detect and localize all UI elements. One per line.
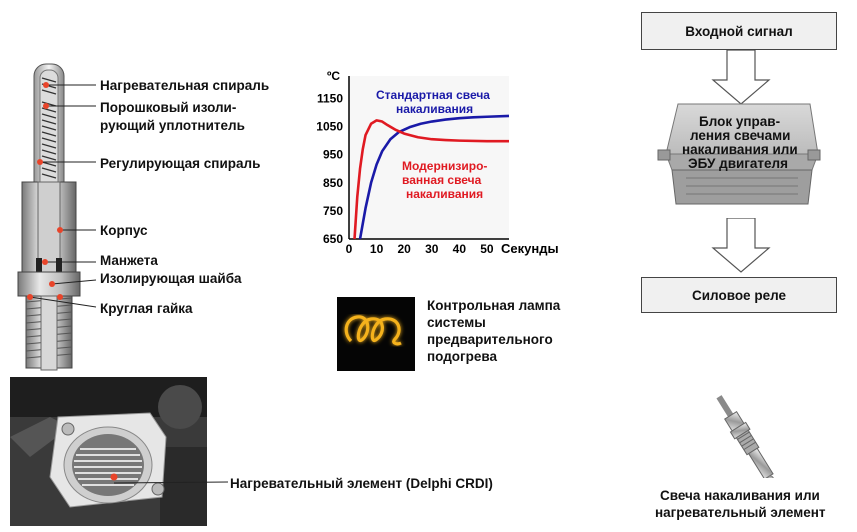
red-annotation-3: накаливания [406,187,483,201]
y-tick-label: 1050 [316,120,343,134]
x-tick-label: 10 [370,242,384,256]
ecu-text-4: ЭБУ двигателя [688,156,788,171]
heater-element-label: Нагревательный элемент (Delphi CRDI) [230,476,493,491]
heater-element-photo [10,377,207,526]
ecu-text-1: Блок управ- [699,114,781,129]
modern-plug-line [353,119,509,240]
label-powder-insulator-2: рующий уплотнитель [100,118,245,133]
y-tick-label: 950 [323,148,343,162]
x-tick-label: 40 [453,242,467,256]
heater-leader-line [113,481,229,484]
input-signal-box: Входной сигнал [641,12,837,50]
label-insulating-washer: Изолирующая шайба [100,271,242,286]
label-round-nut: Круглая гайка [100,301,193,316]
blue-annotation-2: накаливания [396,102,473,116]
glow-plug-caption-2: нагревательный элемент [655,505,826,520]
temperature-chart: ºC Секунды 0 10 20 30 40 50 650 750 850 950 1050 11… [316,69,559,256]
arrow-down-1 [711,50,771,105]
standard-plug-line [358,114,510,240]
y-tick-label: 850 [323,176,343,190]
chart-plot-area [349,76,509,239]
lamp-text-3: предварительного [427,332,553,347]
x-tick-label: 50 [480,242,494,256]
label-control-coil: Регулирующая спираль [100,156,261,171]
lamp-text-1: Контрольная лампа [427,298,561,313]
plug-leader-lines [27,82,97,308]
red-annotation-2: ванная свеча [402,173,482,187]
label-powder-insulator-1: Порошковый изоли- [100,100,237,115]
ecu-device [657,103,821,205]
glow-plug-photo [716,395,790,478]
y-tick-label: 650 [323,232,343,246]
ecu-text-2: ления свечами [690,128,791,143]
coil-lamp-icon [344,315,402,346]
lamp-text-2: системы [427,315,486,330]
lamp-text-4: подогрева [427,349,498,364]
x-tick-label: 0 [346,242,353,256]
ecu-text-3: накаливания или [682,142,798,157]
y-tick-label: 1150 [317,91,343,105]
arrow-down-2 [711,218,771,273]
red-annotation-1: Модернизиро- [402,159,487,173]
chart-x-label: Секунды [501,241,559,256]
glow-warning-lamp [337,297,415,371]
power-relay-box: Силовое реле [641,277,837,313]
glow-plug-caption-1: Свеча накаливания или [660,488,820,503]
label-body: Корпус [100,223,148,238]
x-tick-label: 30 [425,242,439,256]
x-tick-label: 20 [397,242,411,256]
label-heating-coil: Нагревательная спираль [100,78,270,93]
label-collar: Манжета [100,253,158,268]
glow-plug-cutaway [17,63,81,371]
chart-y-unit: ºC [327,69,340,83]
y-tick-label: 750 [323,204,343,218]
blue-annotation-1: Стандартная свеча [376,88,490,102]
